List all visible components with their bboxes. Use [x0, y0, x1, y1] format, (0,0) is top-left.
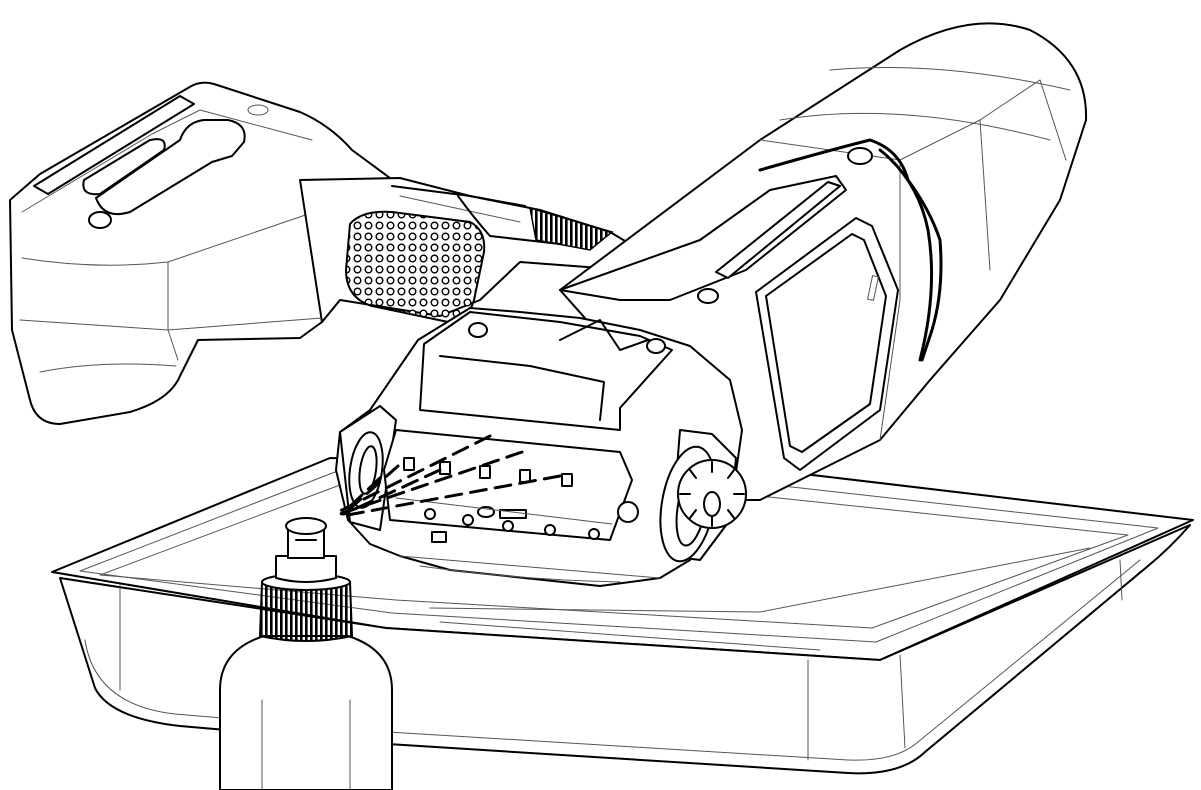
line-detail: [399, 555, 661, 579]
line-detail: [39, 363, 177, 373]
trigger-ribs: [529, 206, 614, 251]
line-detail: [439, 461, 451, 475]
line-detail: [867, 275, 879, 301]
nozzle-top: [285, 517, 327, 535]
battery-button: [88, 211, 112, 229]
line-detail: [21, 209, 321, 266]
top-panel: [559, 175, 847, 301]
line-detail: [340, 476, 382, 516]
line-detail: [439, 355, 605, 421]
line-detail: [338, 450, 524, 516]
line-detail: [1119, 559, 1123, 601]
line-detail: [559, 319, 649, 351]
spray-mist: [336, 434, 562, 518]
top-indicator: [697, 288, 719, 304]
top-slot: [715, 181, 841, 279]
line-detail: [431, 531, 447, 543]
line-detail: [424, 508, 436, 520]
vent-grille: [344, 210, 486, 324]
line-detail: [689, 509, 697, 519]
line-detail: [829, 67, 1071, 91]
line-detail: [779, 112, 1051, 141]
line-detail: [468, 322, 488, 338]
bottle-body: [219, 635, 393, 790]
body-indicator: [847, 147, 873, 165]
head-cover: [419, 311, 673, 431]
line-detail: [395, 497, 613, 525]
gear-teeth: [679, 461, 745, 527]
line-detail: [391, 185, 526, 207]
battery-keyhole: [95, 119, 246, 216]
line-detail: [419, 565, 621, 583]
line-detail: [727, 509, 735, 519]
line-detail: [342, 464, 400, 516]
line-detail: [899, 654, 906, 749]
line-detail: [403, 457, 415, 471]
line-detail: [979, 119, 991, 271]
line-detail: [588, 528, 600, 540]
line-detail: [689, 469, 697, 479]
line-detail: [457, 195, 561, 245]
line-detail: [429, 547, 1091, 613]
line-detail: [336, 434, 492, 514]
line-detail: [399, 195, 521, 223]
line-detail: [167, 261, 179, 361]
line-detail: [878, 148, 934, 362]
tray-bottom-contour: [84, 559, 1141, 761]
line-detail: [879, 159, 901, 441]
line-detail: [358, 445, 378, 495]
line-detail: [561, 473, 573, 487]
tray-rim-inner: [79, 471, 1159, 643]
roller-clip: [617, 501, 639, 523]
line-detail: [727, 469, 735, 479]
line-detail: [646, 338, 666, 354]
gear-hub: [703, 491, 721, 517]
line-detail: [1039, 79, 1067, 161]
line-detail: [340, 474, 562, 518]
display-frame: [755, 217, 899, 471]
line-detail: [462, 514, 474, 526]
line-detail: [342, 468, 442, 516]
nozzle-collar: [275, 555, 337, 583]
display-screen: [765, 233, 887, 453]
spray-bottle: [219, 517, 393, 790]
line-detail: [502, 520, 514, 532]
battery-slot: [33, 95, 195, 195]
line-detail: [21, 109, 313, 213]
line-detail: [544, 524, 556, 536]
line-detail: [439, 621, 821, 651]
line-detail: [247, 104, 269, 116]
